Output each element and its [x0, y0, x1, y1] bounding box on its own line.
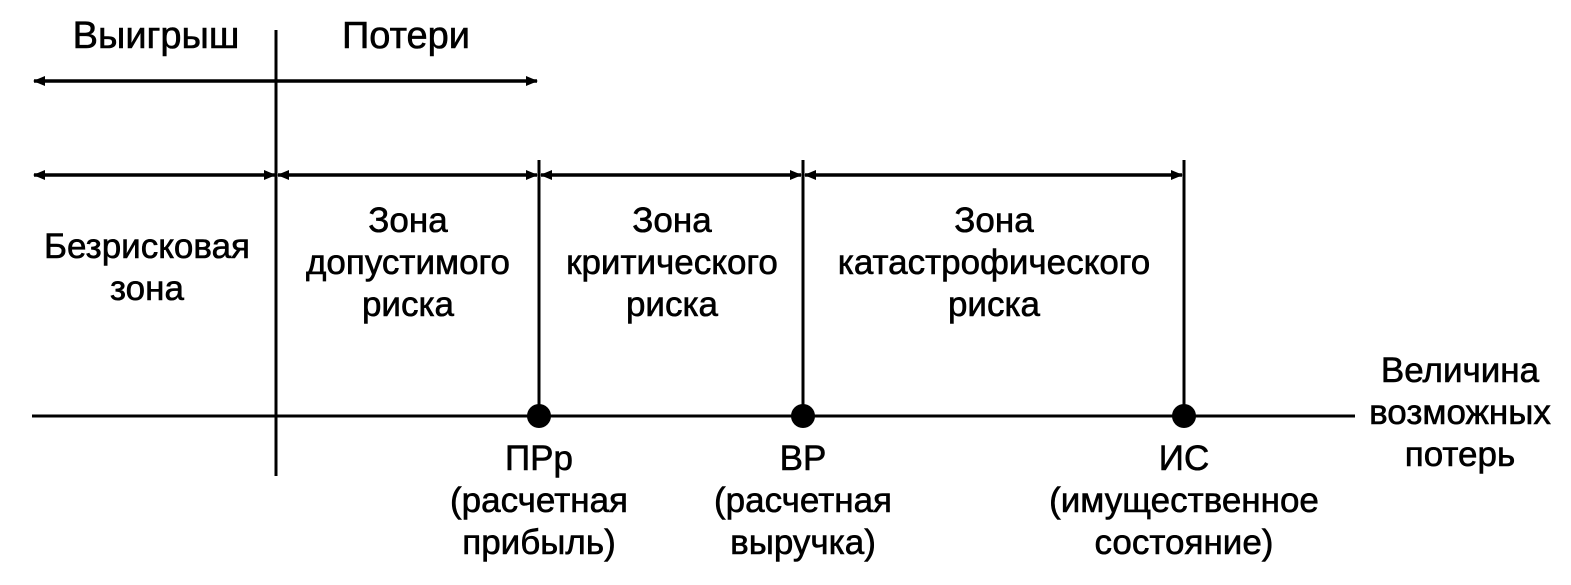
- riskless-zone-label: Безрисковая зона: [43, 227, 251, 309]
- catastrophic-zone-label: Зона катастрофического риска: [837, 201, 1151, 325]
- vr-point-marker: [791, 404, 815, 428]
- gain-label: Выигрыш: [72, 15, 240, 58]
- is-code-label: ИС: [1158, 439, 1210, 479]
- pr-code-label: ПРр: [505, 439, 574, 479]
- vr-code-label: ВР: [779, 439, 827, 479]
- is-desc-label: (имущественное состояние): [1049, 481, 1319, 563]
- pr-desc-label: (расчетная прибыль): [449, 481, 629, 563]
- critical-zone-label: Зона критического риска: [566, 201, 778, 325]
- pr-point-marker: [527, 404, 551, 428]
- acceptable-zone-label: Зона допустимого риска: [305, 201, 511, 325]
- vr-desc-label: (расчетная выручка): [713, 481, 893, 563]
- is-point-marker: [1172, 404, 1196, 428]
- axis-label: Величина возможных потерь: [1369, 351, 1551, 475]
- losses-label: Потери: [341, 15, 471, 58]
